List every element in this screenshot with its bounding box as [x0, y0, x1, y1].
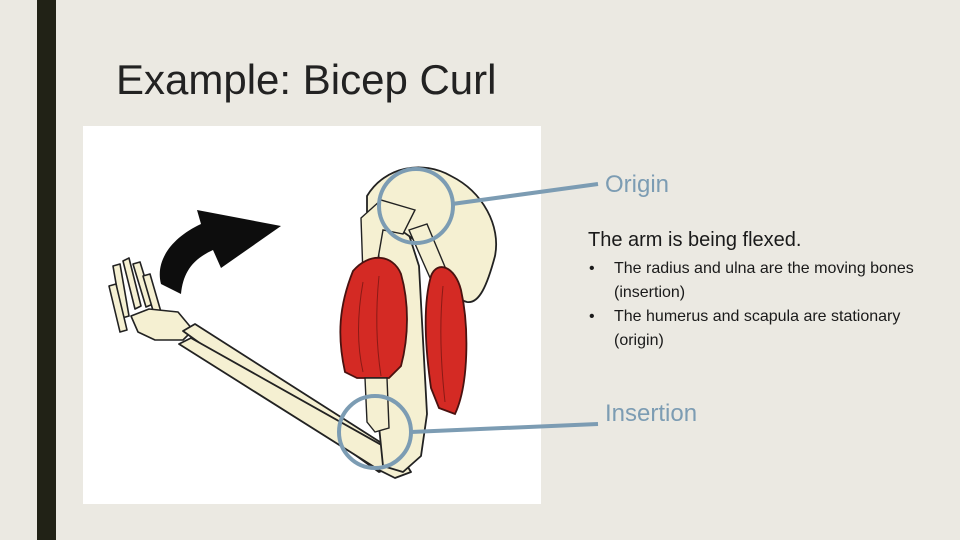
insertion-tendon: [364, 377, 390, 433]
slide-title: Example: Bicep Curl: [116, 56, 497, 103]
left-accent-bar: [37, 0, 56, 540]
triceps-muscle: [424, 266, 468, 416]
origin-label: Origin: [605, 171, 670, 198]
hand-bones: [108, 257, 194, 341]
insertion-label: Insertion: [605, 400, 698, 427]
arm-anatomy-figure: [83, 126, 541, 504]
flexion-arrow-icon: [159, 210, 281, 294]
bullet-item: • The radius and ulna are the moving bon…: [589, 257, 919, 305]
muscle-striations: [358, 275, 446, 403]
bullet-text: The humerus and scapula are stationary (…: [614, 308, 901, 349]
flexion-statement: The arm is being flexed.: [588, 229, 802, 251]
bullet-list: • The radius and ulna are the moving bon…: [589, 257, 919, 353]
bullet-dot: •: [589, 260, 595, 277]
bullet-dot: •: [589, 308, 595, 325]
biceps-muscle: [339, 256, 408, 379]
bullet-item: • The humerus and scapula are stationary…: [589, 305, 919, 353]
arm-illustration: [108, 166, 497, 479]
bullet-text: The radius and ulna are the moving bones…: [614, 260, 914, 301]
